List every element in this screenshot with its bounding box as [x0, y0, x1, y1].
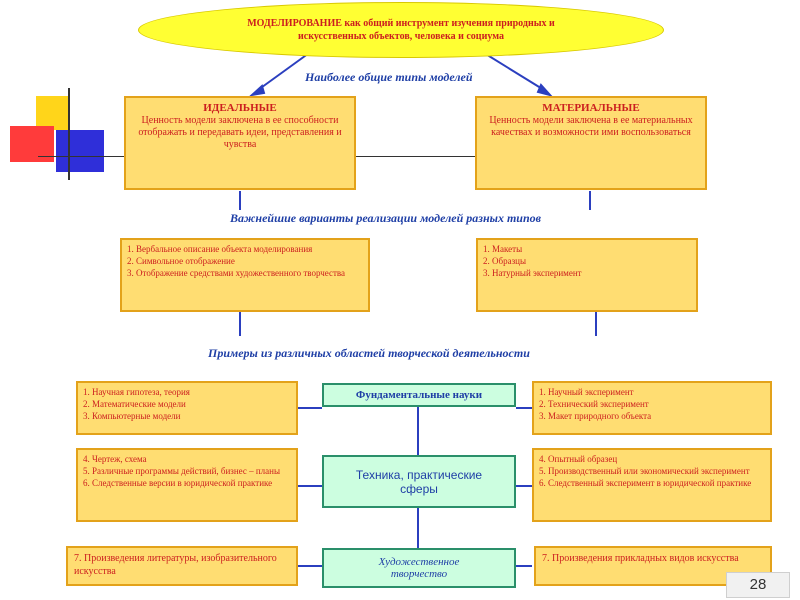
material-variant-item: 3. Натурный эксперимент [483, 268, 582, 278]
fundamental-label: Фундаментальные науки [355, 389, 483, 401]
material-title: МАТЕРИАЛЬНЫЕ [542, 102, 640, 114]
list-item: 5. Различные программы действий, бизнес … [83, 466, 281, 476]
right-tech-box: 4. Опытный образец 5. Производственный и… [532, 448, 772, 522]
list-item: 2. Математические модели [83, 399, 186, 409]
list-item: 4. Чертеж, схема [83, 454, 147, 464]
heading-variants: Важнейшие варианты реализации моделей ра… [230, 211, 541, 225]
ideal-variant-item: 3. Отображение средствами художественног… [127, 268, 346, 278]
decor-vertical-line [68, 88, 70, 180]
ideal-variant-item: 1. Вербальное описание объекта моделиров… [127, 244, 313, 254]
list-item: 6. Следственный эксперимент в юридическо… [539, 478, 752, 488]
title-oval: МОДЕЛИРОВАНИЕ как общий инструмент изуче… [138, 2, 664, 58]
title-line-1: МОДЕЛИРОВАНИЕ как общий инструмент изуче… [247, 18, 555, 29]
left-tech-box: 4. Чертеж, схема 5. Различные программы … [76, 448, 298, 522]
ideal-variants-box: 1. Вербальное описание объекта моделиров… [120, 238, 370, 312]
page-number: 28 [726, 572, 790, 598]
list-item: 1. Научный эксперимент [539, 387, 634, 397]
left-art-box: 7. Произведения литературы, изобразитель… [66, 546, 298, 586]
list-item: 3. Компьютерные модели [83, 411, 181, 421]
list-item: 1. Научная гипотеза, теория [83, 387, 190, 397]
list-item: 3. Макет природного объекта [539, 411, 652, 421]
arrowhead-material [536, 83, 553, 97]
list-item: 5. Производственный или экономический эк… [539, 466, 750, 476]
material-desc: Ценность модели заключена в ее материаль… [489, 115, 693, 138]
decor-yellow-square [36, 96, 70, 130]
ideal-variant-item: 2. Символьное отображение [127, 256, 235, 266]
ideal-box: ИДЕАЛЬНЫЕ Ценность модели заключена в ее… [124, 96, 356, 190]
material-box: МАТЕРИАЛЬНЫЕ Ценность модели заключена в… [475, 96, 707, 190]
decor-blue-square [56, 130, 104, 172]
list-item: 6. Следственные версии в юридической пра… [83, 478, 273, 488]
art-box: Художественное творчество [322, 548, 516, 588]
title-line-2: искусственных объектов, человека и социу… [298, 31, 504, 42]
art-label: Художественное творчество [378, 556, 460, 580]
fundamental-box: Фундаментальные науки [322, 383, 516, 407]
heading-types: Наиболее общие типы моделей [305, 70, 473, 84]
list-item: 4. Опытный образец [539, 454, 618, 464]
right-art-text: 7. Произведения прикладных видов искусст… [542, 553, 739, 564]
left-fundamental-box: 1. Научная гипотеза, теория 2. Математич… [76, 381, 298, 435]
right-fundamental-box: 1. Научный эксперимент 2. Технический эк… [532, 381, 772, 435]
tech-label: Техника, практические сферы [355, 467, 483, 496]
arrowhead-ideal [248, 84, 266, 97]
ideal-title: ИДЕАЛЬНЫЕ [203, 102, 277, 114]
left-art-text: 7. Произведения литературы, изобразитель… [74, 553, 277, 577]
ideal-desc: Ценность модели заключена в ее способнос… [138, 115, 342, 150]
list-item: 2. Технический эксперимент [539, 399, 649, 409]
material-variants-box: 1. Макеты 2. Образцы 3. Натурный экспери… [476, 238, 698, 312]
material-variant-item: 1. Макеты [483, 244, 523, 254]
heading-examples: Примеры из различных областей творческой… [208, 346, 530, 360]
tech-box: Техника, практические сферы [322, 455, 516, 508]
material-variant-item: 2. Образцы [483, 256, 526, 266]
